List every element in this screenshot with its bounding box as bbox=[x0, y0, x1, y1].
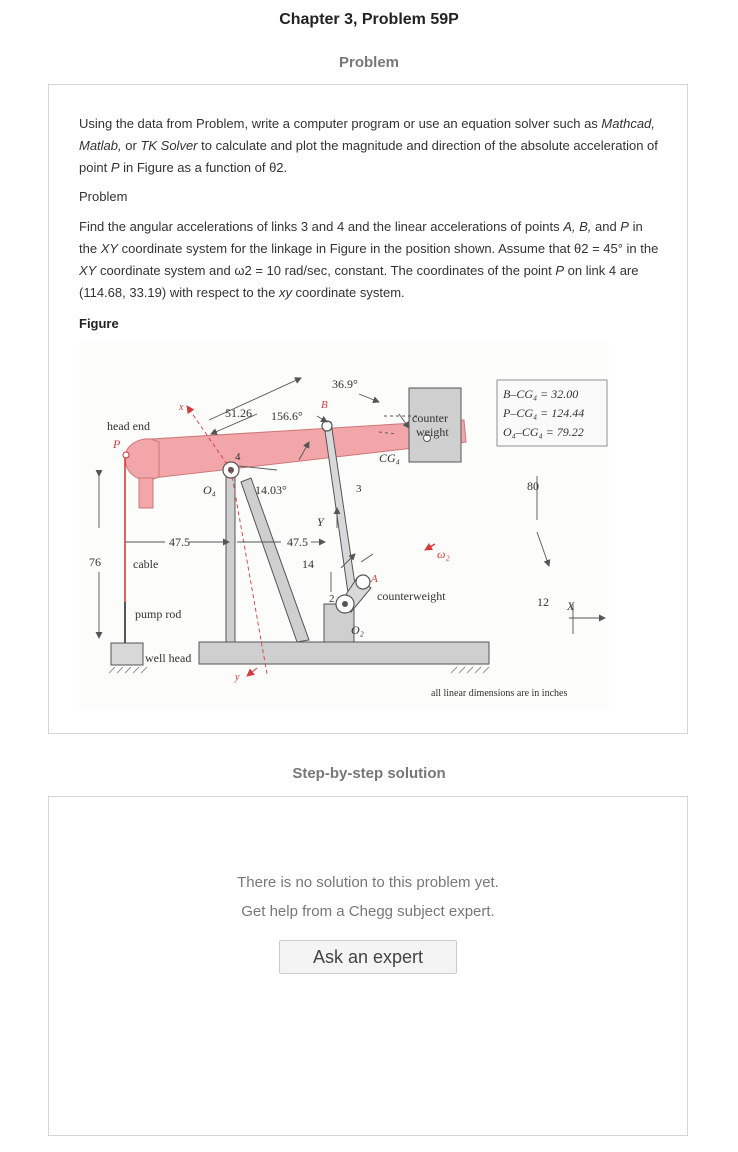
ask-an-expert-button[interactable]: Ask an expert bbox=[279, 940, 457, 974]
solution-card: There is no solution to this problem yet… bbox=[48, 796, 688, 1136]
text-run: on link 4 are (114.68, 33.19) with respe… bbox=[79, 263, 639, 300]
horse-head-shade bbox=[138, 477, 154, 509]
base-frame bbox=[198, 641, 490, 665]
point-p-marker bbox=[122, 451, 130, 459]
text-run: or bbox=[121, 138, 141, 153]
info-line-1: B–CG₄ = 32.00 bbox=[503, 387, 578, 401]
text-run-italic: P bbox=[110, 160, 120, 175]
omega2-arrow bbox=[424, 542, 436, 551]
text-run: coordinate system and ω2 = 10 rad/sec, c… bbox=[96, 263, 556, 278]
text-run: to calculate and plot the magnitude and … bbox=[79, 138, 658, 175]
solution-section-heading: Step-by-step solution bbox=[292, 765, 446, 782]
label-Y: Y bbox=[317, 515, 325, 529]
info-box bbox=[496, 379, 608, 447]
problem-sub-label: Problem bbox=[79, 189, 128, 204]
ground-hatching bbox=[108, 666, 490, 674]
text-run-italic: XY bbox=[79, 263, 97, 278]
label-cg4: CG₄ bbox=[379, 451, 400, 465]
pumpjack-diagram: head end P x 51.26 156.6° 36.9° B counte… bbox=[89, 377, 608, 699]
label-link3: 3 bbox=[356, 483, 362, 495]
dimension-lines bbox=[95, 377, 606, 639]
info-line-3: O₄–CG₄ = 79.22 bbox=[503, 425, 584, 439]
label-a: A bbox=[370, 573, 378, 585]
label-47-5-right: 47.5 bbox=[287, 535, 308, 549]
text-run: Using the data from Problem, write a com… bbox=[79, 116, 602, 131]
label-head-end: head end bbox=[107, 419, 150, 433]
text-run-italic: P bbox=[555, 263, 565, 278]
label-X: X bbox=[566, 599, 575, 613]
label-14-03: 14.03° bbox=[255, 483, 287, 497]
pivot-a bbox=[355, 574, 371, 590]
text-run: in Figure as a function of θ2. bbox=[119, 160, 288, 175]
label-well-head: well head bbox=[145, 651, 191, 665]
problem-section-heading: Problem bbox=[338, 54, 399, 71]
label-cable: cable bbox=[133, 557, 158, 571]
label-y-small: y bbox=[234, 672, 240, 683]
problem-intro-text: Using the data from Problem, write a com… bbox=[79, 113, 659, 179]
label-156-6: 156.6° bbox=[271, 409, 303, 423]
label-weight: weight bbox=[416, 425, 449, 439]
label-14: 14 bbox=[302, 557, 314, 571]
horse-head bbox=[124, 438, 160, 481]
label-omega2: ω₂ bbox=[437, 547, 450, 561]
text-run: coordinate system for the linkage in Fig… bbox=[118, 241, 659, 256]
cg4-marker bbox=[423, 434, 431, 442]
label-o2: O₂ bbox=[351, 623, 364, 637]
get-help-message: Get help from a Chegg subject expert. bbox=[241, 903, 495, 920]
label-counterweight: counterweight bbox=[377, 589, 446, 603]
label-pump-rod: pump rod bbox=[135, 607, 181, 621]
label-o4: O₄ bbox=[203, 483, 216, 497]
label-51-26: 51.26 bbox=[225, 406, 252, 420]
text-run-italic: P bbox=[620, 219, 629, 234]
label-36-9: 36.9° bbox=[332, 377, 358, 391]
pivot-o2-center bbox=[342, 601, 348, 607]
info-line-2: P–CG₄ = 124.44 bbox=[502, 406, 584, 420]
label-80: 80 bbox=[527, 479, 539, 493]
label-x-small: x bbox=[178, 402, 184, 413]
label-footnote: all linear dimensions are in inches bbox=[431, 688, 567, 699]
text-run-italic: A, B, bbox=[563, 219, 592, 234]
label-p: P bbox=[112, 437, 121, 451]
label-link2: 2 bbox=[329, 593, 335, 605]
label-12: 12 bbox=[537, 595, 549, 609]
no-solution-message: There is no solution to this problem yet… bbox=[237, 874, 499, 891]
axis-y-local-tip bbox=[246, 667, 258, 677]
pivot-b bbox=[321, 420, 333, 432]
problem-card: Using the data from Problem, write a com… bbox=[48, 84, 688, 734]
chapter-title: Chapter 3, Problem 59P bbox=[279, 11, 459, 28]
well-head-block bbox=[110, 642, 144, 666]
text-run: in the bbox=[79, 219, 643, 256]
text-run: coordinate system. bbox=[291, 285, 405, 300]
pumpjack-figure: head end P x 51.26 156.6° 36.9° B counte… bbox=[79, 342, 609, 710]
label-47-5-left: 47.5 bbox=[169, 535, 190, 549]
label-76: 76 bbox=[89, 555, 101, 569]
figure-label: Figure bbox=[79, 316, 119, 331]
axis-x-local bbox=[186, 405, 232, 471]
counterweight-box bbox=[408, 387, 462, 463]
label-link4: 4 bbox=[235, 451, 241, 463]
samson-post bbox=[225, 473, 310, 643]
problem-body-text: Find the angular accelerations of links … bbox=[79, 216, 659, 304]
text-run-italic: Mathcad, Matlab, bbox=[79, 116, 655, 153]
text-run: and bbox=[591, 219, 621, 234]
label-counter: counter bbox=[412, 411, 448, 425]
text-run-italic: XY bbox=[100, 241, 119, 256]
text-run: Find the angular accelerations of links … bbox=[79, 219, 564, 234]
text-run-italic: xy bbox=[278, 285, 292, 300]
text-run-italic: TK Solver bbox=[140, 138, 198, 153]
label-b: B bbox=[321, 399, 328, 411]
